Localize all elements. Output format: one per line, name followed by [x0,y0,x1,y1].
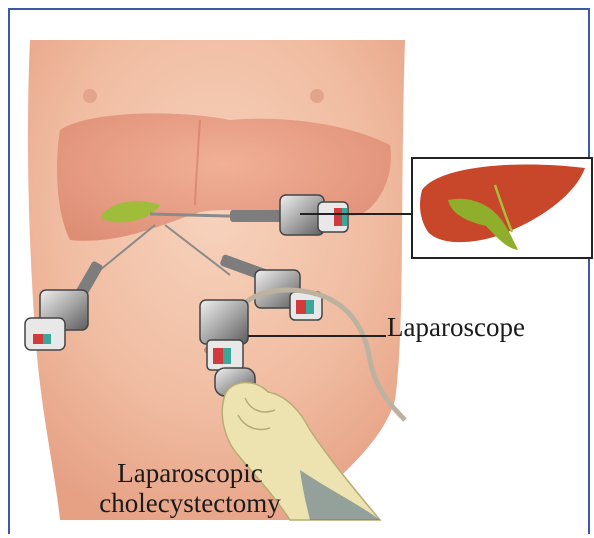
shoulders [20,14,410,40]
caption-line-1: Laparoscopic [60,458,320,488]
left-nipple [83,89,97,103]
laparoscope-label: Laparoscope [387,312,525,343]
caption: Laparoscopic cholecystectomy [60,458,320,518]
caption-line-2: cholecystectomy [60,488,320,518]
right-nipple [310,89,324,103]
